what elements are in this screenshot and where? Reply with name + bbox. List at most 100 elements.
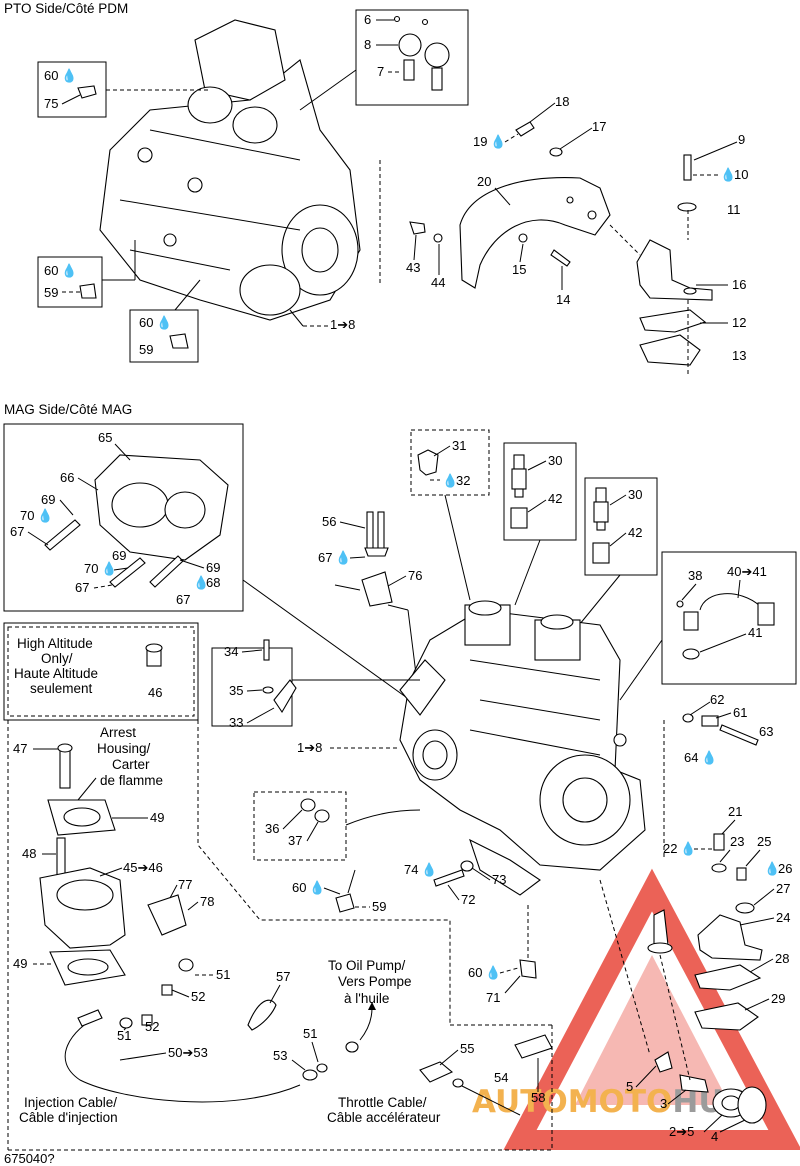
flame-arrester-illustration [39, 743, 187, 986]
jet-46-illustration [145, 643, 163, 667]
bracket-56-illustration [334, 511, 393, 607]
callout-38: 38 [688, 568, 702, 583]
callout-62: 62 [710, 692, 724, 707]
throttle-parts-illustration [419, 1034, 553, 1116]
callout-56: 56 [322, 514, 336, 529]
callout-9: 9 [738, 132, 745, 147]
callout-73: 73 [492, 872, 506, 887]
callout-46: 46 [148, 685, 162, 700]
detail-box-65-70 [3, 423, 244, 612]
callout-42-a: 42 [548, 491, 562, 506]
callout-67-a: 67 [10, 524, 24, 539]
callout-6: 6 [364, 12, 371, 27]
callout-63: 63 [759, 724, 773, 739]
callout-51-b: 51 [117, 1028, 131, 1043]
svg-text:💧: 💧 [37, 508, 53, 523]
note-arrest-2: Housing/ [97, 741, 151, 756]
callout-11: 11 [727, 202, 741, 217]
callout-23: 23 [730, 834, 744, 849]
callout-59-b: 59 [139, 342, 153, 357]
callout-37: 37 [288, 833, 302, 848]
callout-3: 3 [660, 1096, 667, 1111]
callout-70-b: 70 [84, 561, 98, 576]
callout-67-c: 67 [176, 592, 190, 607]
callout-67-d: 67 [318, 550, 332, 565]
bolt-72-74-illustration [433, 860, 474, 887]
callout-8: 8 [364, 37, 371, 52]
cable-fittings-illustration [64, 958, 359, 1103]
svg-text:💧: 💧 [764, 861, 780, 876]
detail-box-38-41 [661, 551, 797, 685]
callout-66: 66 [60, 470, 74, 485]
callout-74: 74 [404, 862, 418, 877]
callout-4: 4 [711, 1129, 718, 1144]
callout-10: 10 [734, 167, 748, 182]
callout-7: 7 [377, 64, 384, 79]
callout-18: 18 [555, 94, 569, 109]
callout-1-8-b: 1➔8 [297, 740, 322, 755]
svg-text:💧: 💧 [61, 68, 77, 83]
callout-2-5: 2➔5 [669, 1124, 694, 1139]
nut-illustrations [393, 15, 450, 91]
callout-70-a: 70 [20, 508, 34, 523]
callout-54: 54 [494, 1070, 508, 1085]
callout-69-a: 69 [41, 492, 55, 507]
drive-parts-illustration [647, 909, 767, 1124]
callout-68: 68 [206, 575, 220, 590]
callout-51-c: 51 [303, 1026, 317, 1041]
callout-60-b: 60 [44, 263, 58, 278]
callout-65: 65 [98, 430, 112, 445]
callout-25: 25 [757, 834, 771, 849]
note-arrest-4: de flamme [100, 773, 163, 788]
callout-12: 12 [732, 315, 746, 330]
callout-78: 78 [200, 894, 214, 909]
callout-24: 24 [776, 910, 790, 925]
note-high-altitude-1: High Altitude [17, 636, 93, 651]
svg-text:💧: 💧 [61, 263, 77, 278]
svg-text:💧: 💧 [421, 862, 437, 877]
callout-29: 29 [771, 991, 785, 1006]
callout-57: 57 [276, 969, 290, 984]
note-arrest-3: Carter [112, 757, 150, 772]
note-injection-cable-2: Câble d'injection [19, 1110, 118, 1125]
detail-box-33-35 [211, 647, 293, 727]
note-arrest-1: Arrest [100, 725, 136, 740]
callout-64: 64 [684, 750, 698, 765]
callout-51-a: 51 [216, 967, 230, 982]
callout-47: 47 [13, 741, 27, 756]
callout-75: 75 [44, 96, 58, 111]
callout-50-53: 50➔53 [168, 1045, 208, 1060]
svg-text:💧: 💧 [680, 841, 696, 856]
callout-53: 53 [273, 1048, 287, 1063]
callout-72: 72 [461, 892, 475, 907]
callout-69-b: 69 [112, 548, 126, 563]
clamp-illustration [262, 639, 297, 714]
svg-text:💧: 💧 [156, 315, 172, 330]
note-throttle-cable-1: Throttle Cable/ [338, 1095, 427, 1110]
callout-76: 76 [408, 568, 422, 583]
note-high-altitude-3: Haute Altitude [14, 666, 98, 681]
callout-60-e: 60 [468, 965, 482, 980]
callout-71: 71 [486, 990, 500, 1005]
detail-box-59-a [37, 256, 103, 308]
callout-17: 17 [592, 119, 606, 134]
callout-33: 33 [229, 715, 243, 730]
bolt-61-63-illustration [682, 713, 759, 746]
callout-5: 5 [626, 1079, 633, 1094]
callout-48: 48 [22, 846, 36, 861]
callout-60-d: 60 [292, 880, 306, 895]
fitting-71-illustration [519, 959, 537, 979]
callout-69-c: 69 [206, 560, 220, 575]
detail-box-36-37 [253, 791, 347, 861]
svg-text:💧: 💧 [485, 965, 501, 980]
detail-box-31-32 [410, 429, 490, 496]
engine-pto-illustration [99, 19, 361, 321]
svg-text:💧: 💧 [309, 880, 325, 895]
callout-58: 58 [531, 1090, 545, 1105]
detail-box-6-8 [355, 9, 469, 106]
detail-box-high-altitude [3, 622, 199, 721]
callout-30-a: 30 [548, 453, 562, 468]
callout-31: 31 [452, 438, 466, 453]
rotary-valve-cover-illustration [44, 454, 229, 588]
callout-43: 43 [406, 260, 420, 275]
